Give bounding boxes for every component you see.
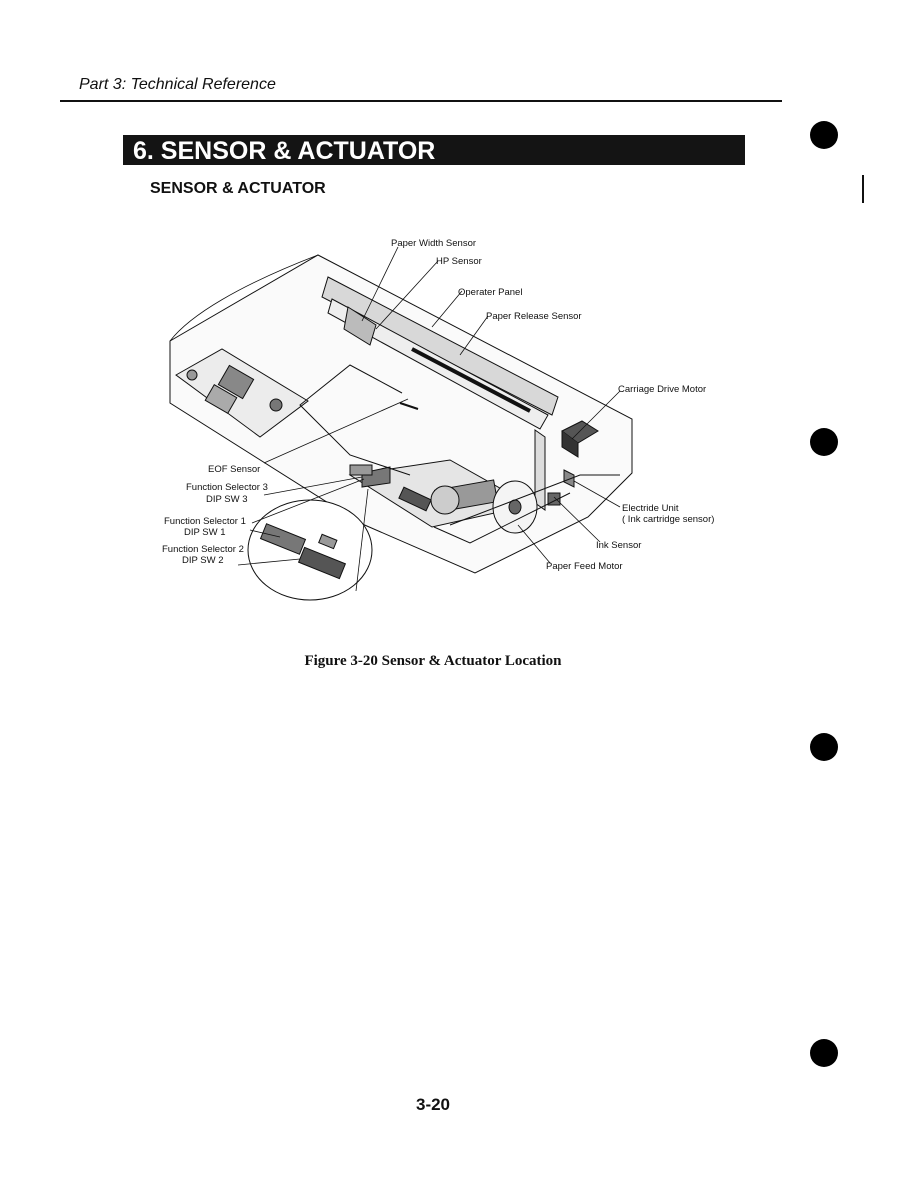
section-title: 6. SENSOR & ACTUATOR: [133, 137, 436, 165]
label-hp-sensor: HP Sensor: [436, 256, 482, 267]
label-paper-release-sensor: Paper Release Sensor: [486, 311, 582, 322]
label-electride-unit: Electride Unit: [622, 503, 679, 514]
figure-caption: Figure 3-20 Sensor & Actuator Location: [304, 653, 562, 669]
label-ink-sensor: Ink Sensor: [596, 540, 641, 551]
label-eof-sensor: EOF Sensor: [208, 464, 260, 475]
section-subheading: SENSOR & ACTUATOR: [150, 180, 326, 197]
label-function-selector-3: Function Selector 3: [186, 482, 268, 493]
binder-hole-3: [810, 733, 838, 761]
edge-mark: [862, 175, 864, 203]
label-carriage-drive-motor: Carriage Drive Motor: [618, 384, 706, 395]
header-rule: [60, 100, 782, 102]
label-dip-sw-2: DIP SW 2: [182, 555, 224, 566]
binder-hole-4: [810, 1039, 838, 1067]
printer-diagram: Paper Width Sensor HP Sensor Operater Pa…: [162, 238, 714, 601]
printer-chassis-drawing: [169, 254, 633, 601]
label-dip-sw-3: DIP SW 3: [206, 494, 248, 505]
callout-leader-lines: [237, 246, 621, 566]
label-paper-width-sensor: Paper Width Sensor: [391, 238, 476, 249]
page-number: 3-20: [415, 1095, 451, 1114]
label-ink-cartridge-sensor: ( Ink cartridge sensor): [622, 514, 714, 525]
label-function-selector-2: Function Selector 2: [162, 544, 244, 555]
binder-hole-1: [810, 121, 838, 149]
label-operater-panel: Operater Panel: [458, 287, 522, 298]
section-title-bar: 6. SENSOR & ACTUATOR: [123, 135, 745, 165]
binder-hole-2: [810, 428, 838, 456]
label-dip-sw-1: DIP SW 1: [184, 527, 226, 538]
running-head: Part 3: Technical Reference: [79, 76, 276, 93]
label-function-selector-1: Function Selector 1: [164, 516, 246, 527]
label-paper-feed-motor: Paper Feed Motor: [546, 561, 623, 572]
